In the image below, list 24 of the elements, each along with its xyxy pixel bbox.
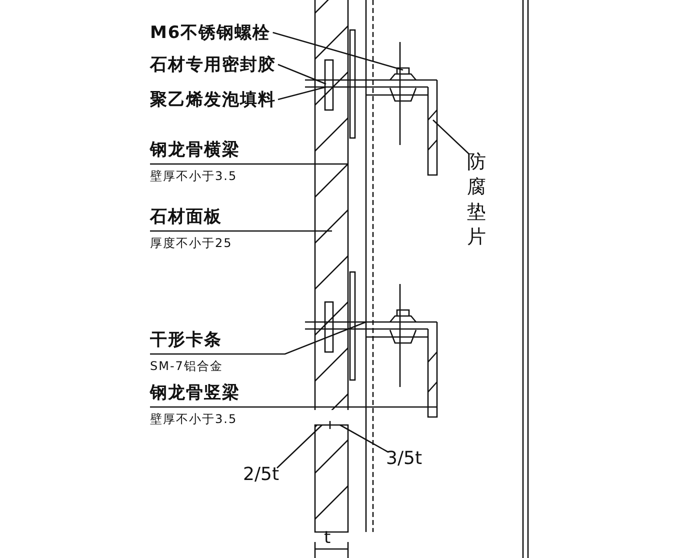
- dimension-label: 2/5t: [243, 464, 280, 485]
- leader-line: [276, 424, 322, 468]
- dimension-label: 3/5t: [386, 448, 422, 469]
- leader-line: [278, 64, 326, 85]
- part-label: 石材专用密封胶: [150, 53, 276, 76]
- leader-line: [272, 32, 404, 71]
- part-label: 石材面板: [150, 206, 222, 228]
- leader-line: [432, 120, 470, 154]
- part-label: 干形卡条: [150, 329, 222, 351]
- spec-note: SM-7铝合金: [150, 358, 223, 375]
- part-label: 钢龙骨竖梁: [150, 382, 240, 404]
- spec-note: 壁厚不小于3.5: [150, 168, 238, 185]
- part-label: 防腐垫片: [467, 150, 487, 250]
- part-label: 聚乙烯发泡填料: [150, 88, 276, 111]
- leader-line: [150, 163, 348, 165]
- part-label: 钢龙骨横梁: [150, 139, 240, 161]
- leader-line: [340, 424, 388, 453]
- part-label: M6不锈钢螺栓: [150, 21, 271, 44]
- spec-note: 厚度不小于25: [150, 235, 232, 252]
- spec-note: 壁厚不小于3.5: [150, 411, 238, 428]
- leader-line: [150, 406, 437, 408]
- leader-line: [150, 230, 332, 232]
- leader-line: [150, 321, 366, 355]
- leader-line: [278, 86, 326, 100]
